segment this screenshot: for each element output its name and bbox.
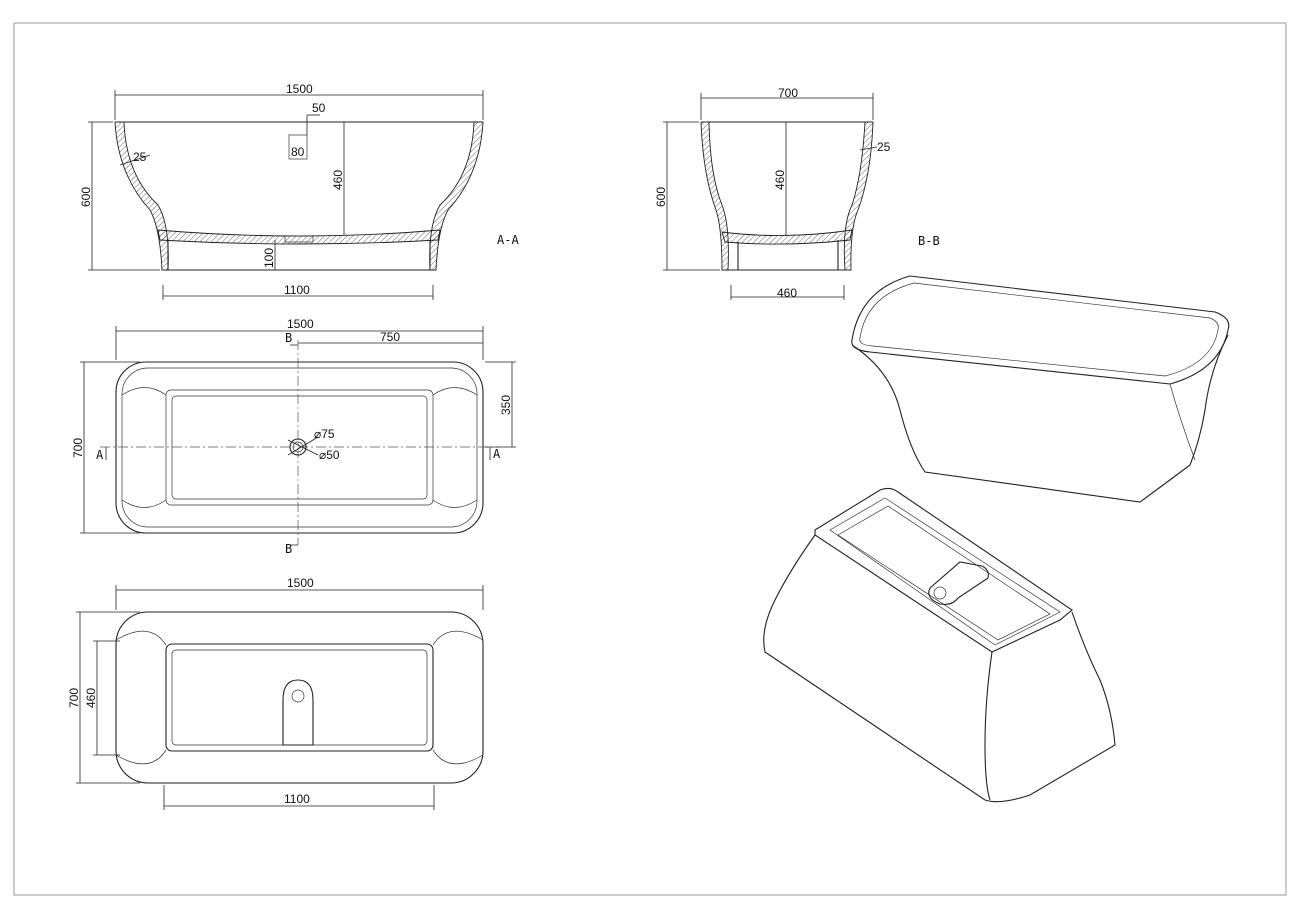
dim-top-half-width: 350 — [499, 395, 513, 415]
dim-side-width: 700 — [778, 86, 798, 100]
dim-top-length: 1500 — [287, 317, 314, 331]
dim-bottom-width: 700 — [67, 688, 81, 708]
dim-front-wall: 25 — [133, 150, 147, 164]
dim-front-depth: 460 — [331, 170, 345, 190]
dim-side-depth: 460 — [773, 170, 787, 190]
cut-mark-a-left: A — [96, 448, 104, 462]
dim-side-wall: 25 — [877, 140, 891, 154]
dim-side-base-width: 460 — [777, 286, 797, 300]
dim-overflow-height: 80 — [291, 145, 305, 159]
dim-drain-inner: ⌀50 — [319, 448, 340, 462]
dim-overflow-width: 50 — [312, 101, 326, 115]
isometric-view-bottom — [763, 487, 1116, 803]
top-view — [80, 326, 516, 546]
section-b-b — [663, 93, 878, 300]
dim-front-base-length: 1100 — [284, 283, 310, 297]
dim-front-base-height: 100 — [262, 248, 276, 268]
section-a-a — [88, 90, 484, 300]
dim-bottom-base-length: 1100 — [284, 792, 310, 806]
drawing-frame — [13, 22, 1287, 896]
dim-bottom-length: 1500 — [287, 576, 314, 590]
dim-front-length: 1500 — [286, 82, 313, 96]
dim-top-half-length: 750 — [380, 330, 400, 344]
cut-mark-a-right: A — [493, 447, 501, 461]
label-section-a-a: A-A — [497, 233, 519, 247]
dim-top-width: 700 — [71, 438, 85, 458]
dim-front-height: 600 — [79, 187, 93, 207]
label-section-b-b: B-B — [918, 234, 940, 248]
dim-bottom-inner-width: 460 — [84, 688, 98, 708]
bottom-view — [76, 585, 484, 810]
cut-mark-b-top: B — [285, 331, 292, 345]
dim-drain-outer: ⌀75 — [314, 427, 335, 441]
isometric-view-top — [851, 275, 1230, 503]
cut-mark-b-bottom: B — [285, 542, 292, 556]
dim-side-height: 600 — [654, 187, 668, 207]
